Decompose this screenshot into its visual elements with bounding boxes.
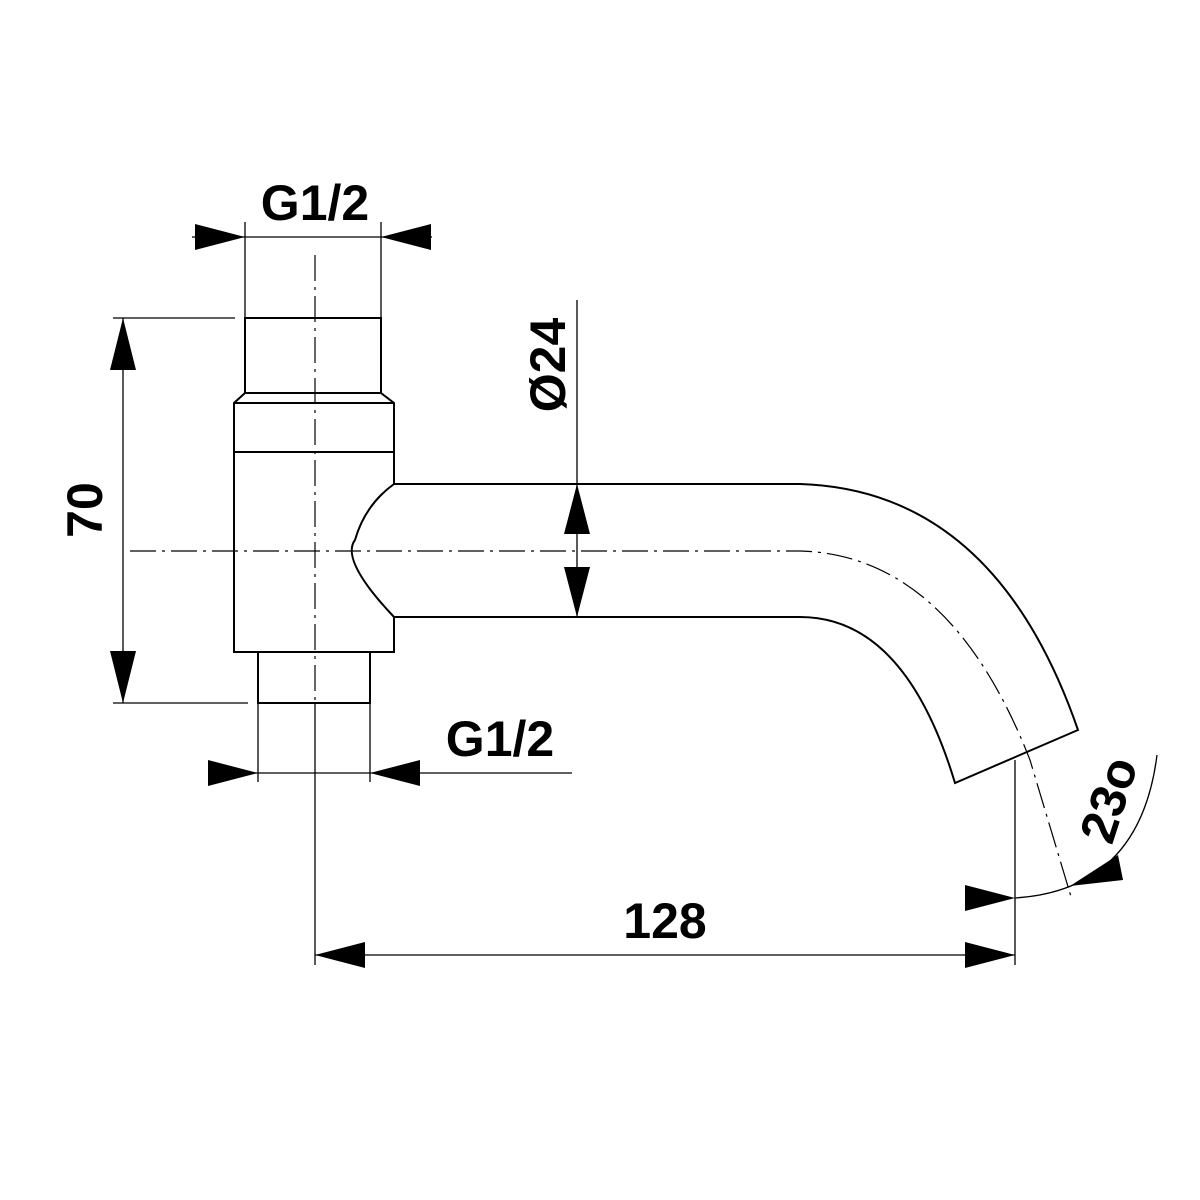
arrow-icon — [1070, 855, 1123, 886]
arrow-icon — [965, 885, 1015, 911]
top-thread-label: G1/2 — [261, 175, 369, 231]
arrow-icon — [965, 942, 1015, 968]
arrow-icon — [564, 484, 590, 534]
arrow-icon — [110, 651, 136, 703]
angle-dimension — [965, 754, 1158, 911]
arrow-icon — [315, 942, 365, 968]
arrow-icon — [208, 760, 258, 786]
spout — [394, 483, 1080, 785]
angle-label: 23o — [1069, 750, 1149, 849]
top-thread-dimension — [192, 222, 432, 318]
arrow-icon — [381, 224, 431, 250]
arrow-icon — [195, 224, 245, 250]
height-dimension — [110, 317, 248, 704]
diameter-label: Ø24 — [520, 318, 576, 413]
upper-nipple — [244, 317, 382, 394]
arrow-icon — [110, 318, 136, 370]
lower-nipple — [257, 651, 371, 704]
arrow-icon — [564, 567, 590, 617]
bottom-thread-dimension — [208, 703, 572, 786]
valve-body — [233, 392, 395, 653]
diameter-dimension — [564, 300, 590, 617]
length-label: 128 — [623, 893, 706, 949]
height-label: 70 — [57, 482, 113, 538]
arrow-icon — [370, 760, 420, 786]
spout-center-line — [130, 550, 1073, 901]
bottom-thread-label: G1/2 — [446, 711, 554, 767]
length-dimension — [315, 760, 1016, 968]
